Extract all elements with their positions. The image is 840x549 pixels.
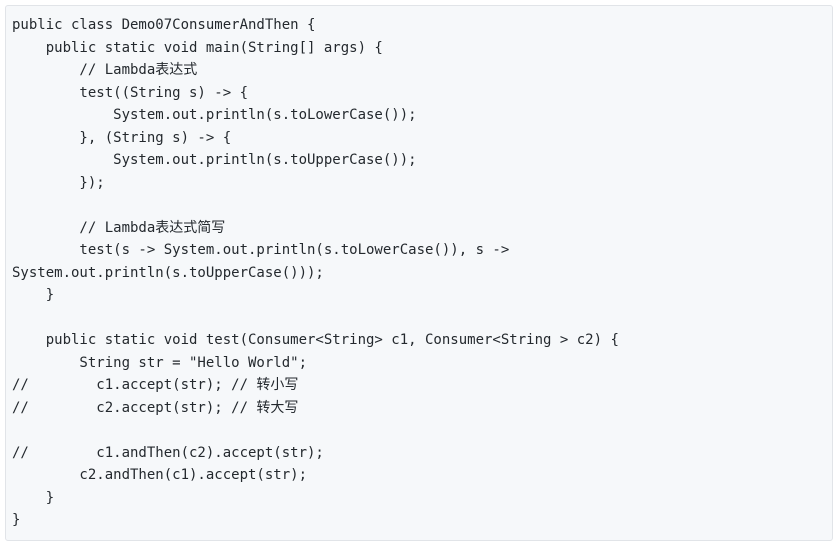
code-line: test((String s) -> { [12,84,249,101]
code-line: String str = "Hello World"; [12,354,308,371]
code-block[interactable]: public class Demo07ConsumerAndThen { pub… [5,5,833,541]
code-line: }, (String s) -> { [12,129,232,146]
code-line: c2.andThen(c1).accept(str); [12,467,308,483]
code-line: public static void test(Consumer<String>… [12,332,619,348]
code-line: // c2.accept(str); // 转大写 [12,399,299,416]
code-line: System.out.println(s.toLowerCase()); [12,107,417,123]
code-line: public static void main(String[] args) { [12,39,383,56]
code-line: // Lambda表达式 [12,62,198,78]
code-line: } [12,287,55,303]
code-line [12,419,826,442]
code-line: public class Demo07ConsumerAndThen { [12,17,316,33]
code-line: System.out.println(s.toUpperCase())); [12,264,324,281]
code-line: }); [12,174,105,191]
code-line: // c1.andThen(c2).accept(str); [12,444,324,461]
code-line: System.out.println(s.toUpperCase()); [12,152,417,168]
code-line: } [12,489,55,506]
code-line [12,194,826,217]
code-line: test(s -> System.out.println(s.toLowerCa… [12,242,510,258]
code-line [12,307,826,330]
code-line: } [12,512,21,528]
code-line: // Lambda表达式简写 [12,219,226,236]
code-line: // c1.accept(str); // 转小写 [12,377,299,393]
